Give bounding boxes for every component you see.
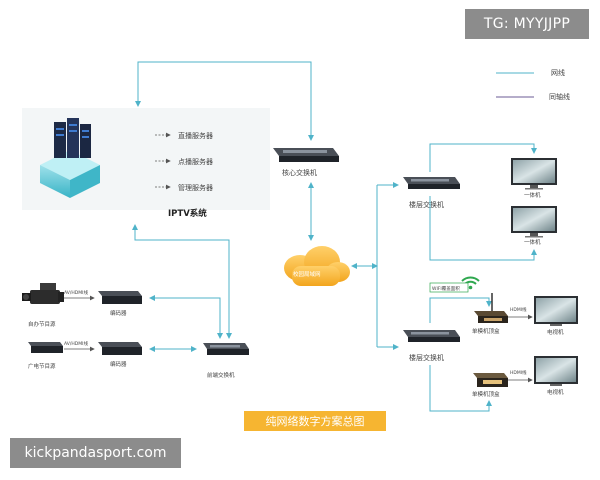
wifi-coverage-label: WIFI覆盖面积 xyxy=(432,285,460,292)
link-iptv-core xyxy=(135,61,314,141)
all-in-one-icon-1 xyxy=(511,158,557,190)
server-rack-icon xyxy=(40,118,100,198)
watermark-badge: TG: MYYJJPP xyxy=(465,9,589,39)
floor-switch-bottom xyxy=(403,330,460,342)
encoder-label-2: 编码器 xyxy=(110,360,127,368)
front-switch xyxy=(203,343,249,355)
all-in-one-icon-2 xyxy=(511,206,557,238)
service-live-server: 直播服务器 xyxy=(178,131,213,140)
service-mgmt-server: 管理服务器 xyxy=(178,183,213,192)
core-switch-label: 核心交换机 xyxy=(282,168,317,177)
iptv-label: IPTV系统 xyxy=(168,208,207,219)
campus-network-label: 校园局域网 xyxy=(293,270,321,278)
tv-label-1: 电视机 xyxy=(547,328,564,336)
legend-coax-label: 同轴线 xyxy=(549,92,570,101)
service-vod-server: 点播服务器 xyxy=(178,157,213,166)
floor-switch-top xyxy=(403,177,460,189)
av-hdmi-label-2: AV/HDMI线 xyxy=(64,340,88,347)
encoder-label-1: 编码器 xyxy=(110,309,127,317)
av-hdmi-label-1: AV/HDMI线 xyxy=(64,289,88,296)
campus-cloud-icon xyxy=(284,246,350,286)
set-top-box-label-2: 单模机顶盒 xyxy=(472,390,500,398)
encoder-icon-1 xyxy=(98,291,142,304)
hdmi-label-1: HDMI线 xyxy=(510,306,527,313)
legend: 网线 同轴线 xyxy=(496,68,570,101)
link-floor-stb-1 xyxy=(429,297,492,323)
broadcast-receiver-icon xyxy=(28,342,63,353)
all-in-one-label-2: 一体机 xyxy=(524,238,541,246)
broadcast-program-label: 广电节目源 xyxy=(28,362,56,370)
link-floor-stb-2 xyxy=(429,365,492,412)
diagram-title: 纯网络数字方案总图 xyxy=(244,411,386,431)
site-badge: kickpandasport.com xyxy=(10,438,181,468)
link-floor-aio-2 xyxy=(429,196,537,261)
legend-network-label: 网线 xyxy=(551,68,565,77)
camera-icon xyxy=(22,283,64,304)
core-switch xyxy=(273,148,339,162)
encoder-icon-2 xyxy=(98,342,142,355)
all-in-one-label-1: 一体机 xyxy=(524,191,541,199)
set-top-box-icon-2 xyxy=(473,373,508,387)
iptv-system: 直播服务器 点播服务器 管理服务器 IPTV系统 xyxy=(22,108,270,219)
tv-icon-1 xyxy=(534,296,578,326)
tv-icon-2 xyxy=(534,356,578,386)
link-encoder1-frontswitch xyxy=(149,295,223,339)
wifi-icon xyxy=(461,276,480,290)
floor-switch-bottom-label: 楼层交换机 xyxy=(409,353,444,362)
set-top-box-label-1: 单模机顶盒 xyxy=(472,327,500,335)
hdmi-label-2: HDMI线 xyxy=(510,369,527,376)
tv-label-2: 电视机 xyxy=(547,388,564,396)
front-switch-label: 前端交换机 xyxy=(207,371,235,379)
link-iptv-frontswitch xyxy=(132,224,232,339)
set-top-box-icon-1 xyxy=(474,293,508,323)
self-program-label: 自办节目源 xyxy=(28,320,56,328)
link-floor-aio-1 xyxy=(429,143,537,172)
floor-switch-top-label: 楼层交换机 xyxy=(409,200,444,209)
wifi-coverage-box xyxy=(429,282,469,293)
